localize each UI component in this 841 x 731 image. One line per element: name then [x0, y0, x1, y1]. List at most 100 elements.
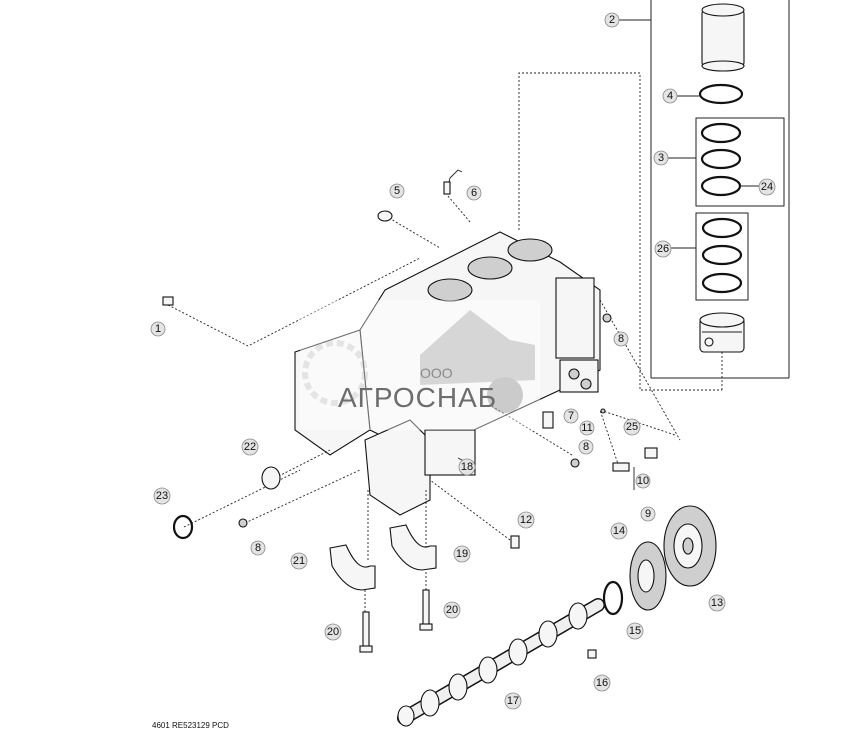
svg-text:13: 13 [711, 597, 723, 609]
seal-23 [172, 514, 194, 540]
svg-text:2: 2 [609, 14, 615, 26]
callout-20b: 20 [443, 601, 461, 619]
svg-text:22: 22 [244, 441, 256, 453]
svg-text:16: 16 [596, 677, 608, 689]
gear-13 [663, 505, 717, 587]
callout-3: 3 [653, 150, 669, 166]
bolt-20a [359, 611, 373, 653]
svg-text:10: 10 [637, 475, 649, 487]
plug-12 [510, 535, 520, 549]
svg-text:4: 4 [667, 90, 673, 102]
callout-22: 22 [241, 438, 259, 456]
plug-8b [602, 313, 612, 323]
liner-kit-link [518, 72, 722, 391]
watermark-brand: АГРОСНАБ [338, 382, 498, 413]
bolt-20b [419, 589, 433, 631]
svg-text:3: 3 [658, 152, 664, 164]
plug-8a [570, 458, 580, 468]
svg-text:8: 8 [255, 542, 261, 554]
bearing-cap-19 [389, 524, 437, 571]
svg-text:11: 11 [581, 422, 592, 434]
svg-text:7: 7 [568, 410, 574, 422]
figure-code: 4601 RE523129 PCD [152, 721, 229, 730]
leader-8b [599, 299, 681, 441]
callout-4: 4 [662, 88, 678, 104]
plug-5 [377, 210, 393, 222]
piston-ring-c [701, 272, 743, 294]
svg-text:15: 15 [629, 625, 641, 637]
callout-11: 11 [579, 420, 595, 436]
callout-6: 6 [466, 185, 482, 201]
callout-1: 1 [150, 321, 166, 337]
pin-11 [600, 408, 606, 414]
piston-ring-b [701, 244, 743, 266]
leader-23 [183, 469, 301, 528]
plug-8c [238, 518, 248, 528]
callout-18: 18 [458, 458, 476, 476]
svg-text:24: 24 [761, 181, 773, 193]
callout-2: 2 [604, 12, 620, 28]
thrust-washer-15 [602, 580, 624, 616]
svg-text:5: 5 [394, 185, 400, 197]
callout-21: 21 [290, 552, 308, 570]
svg-text:1: 1 [155, 323, 161, 335]
agrosnab-logo-watermark [300, 300, 540, 430]
piston-ring-box [695, 212, 749, 301]
callout-14: 14 [610, 522, 628, 540]
svg-text:8: 8 [583, 441, 589, 453]
callout-8b: 8 [578, 439, 594, 455]
callout-24: 24 [758, 178, 776, 196]
leader-9 [599, 409, 676, 471]
leader-6 [447, 195, 471, 223]
svg-text:12: 12 [520, 514, 532, 526]
gear-14 [629, 541, 667, 611]
svg-text:23: 23 [156, 490, 168, 502]
seal-ring-b [700, 148, 742, 170]
svg-text:25: 25 [626, 421, 638, 433]
callout-8c: 8 [250, 540, 266, 556]
callout-20a: 20 [324, 623, 342, 641]
svg-text:18: 18 [461, 461, 473, 473]
callout-9: 9 [640, 506, 656, 522]
callout-7: 7 [563, 408, 579, 424]
leader-12 [429, 479, 511, 541]
seal-ring-box [695, 117, 785, 207]
svg-text:21: 21 [293, 555, 305, 567]
cylinder-liner [701, 3, 745, 72]
callout-19: 19 [453, 545, 471, 563]
sensor-25 [644, 447, 658, 459]
leader-22 [274, 449, 331, 479]
callout-23: 23 [153, 487, 171, 505]
nozzle-6 [443, 169, 463, 195]
watermark-prefix: ООО [420, 365, 453, 381]
svg-text:26: 26 [657, 243, 669, 255]
svg-text:19: 19 [456, 548, 468, 560]
callout-8a: 8 [613, 331, 629, 347]
seal-ring-a [700, 122, 742, 144]
valve-9 [612, 462, 630, 472]
bushing-22 [261, 466, 281, 490]
tappet-7 [542, 411, 554, 429]
piston [699, 312, 745, 353]
svg-text:20: 20 [446, 604, 458, 616]
fitting-1 [162, 296, 174, 306]
callout-12: 12 [517, 511, 535, 529]
svg-text:9: 9 [645, 508, 651, 520]
leader-8a [489, 404, 573, 456]
leader-8c [244, 469, 361, 524]
leader-5 [388, 217, 441, 249]
callout-16: 16 [593, 674, 611, 692]
svg-text:20: 20 [327, 626, 339, 638]
svg-text:14: 14 [613, 525, 625, 537]
callout-10: 10 [635, 473, 651, 489]
bearing-cap-21 [329, 544, 376, 591]
callout-15: 15 [626, 622, 644, 640]
callout-26: 26 [654, 240, 672, 258]
key-16 [587, 649, 597, 659]
callout-25: 25 [623, 418, 641, 436]
svg-text:6: 6 [471, 187, 477, 199]
o-ring [698, 83, 744, 105]
leader-1 [167, 257, 421, 347]
svg-text:17: 17 [507, 695, 519, 707]
